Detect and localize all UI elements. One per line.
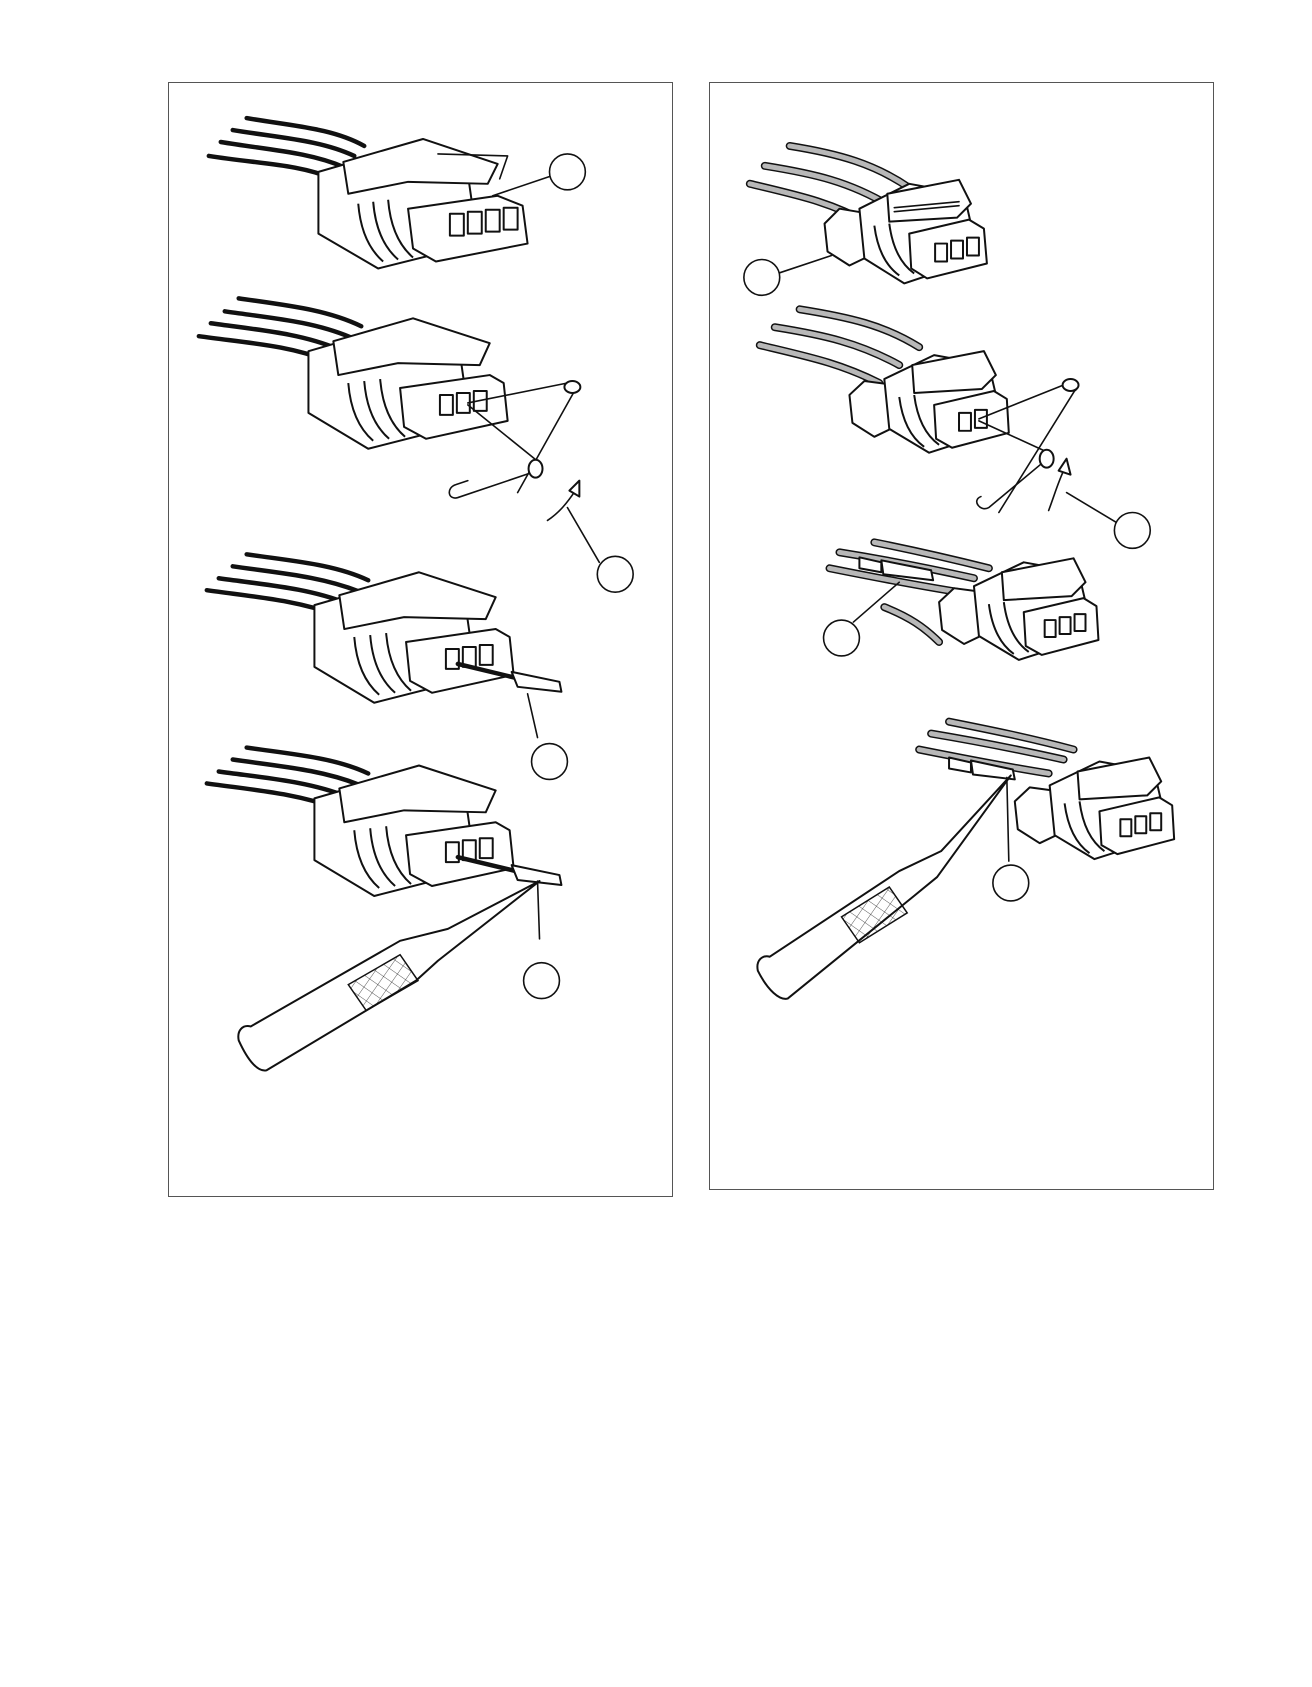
terminal-reset-view (204, 745, 563, 1072)
terminal-reset-view (756, 717, 1176, 1000)
connector-icon (848, 350, 1010, 454)
pick-tool-icon (237, 880, 541, 1072)
pick-tool-icon (756, 774, 1012, 1000)
connector-icon (317, 137, 529, 270)
terminal-removed-view (204, 552, 569, 781)
leader-line (526, 692, 539, 739)
connector-icon (313, 571, 515, 704)
release-tool-icon (976, 378, 1080, 514)
callout-2 (596, 555, 634, 593)
connector-icon (938, 557, 1100, 661)
wire (455, 661, 518, 681)
left-illustration (196, 115, 634, 1072)
connector-icon (313, 764, 515, 897)
leader-line (776, 254, 833, 275)
callout-3 (530, 742, 569, 781)
callout-4 (522, 961, 561, 1000)
leader-line (1065, 491, 1118, 524)
connector-icon (1013, 756, 1176, 861)
terminal-icon (510, 670, 563, 693)
callout-1 (743, 258, 781, 297)
leader-line (852, 581, 901, 623)
connector-4pin-view (206, 115, 587, 270)
tool-insertion-view (755, 305, 1152, 550)
callout-1 (548, 153, 587, 191)
wire-harness-icon (825, 538, 993, 646)
terminal-removed-view (822, 538, 1100, 661)
wire (455, 854, 518, 874)
arrow-icon (546, 489, 577, 522)
connector-icon (823, 178, 988, 285)
callout-4 (992, 864, 1030, 902)
left-procedure-panel (168, 82, 673, 1197)
leader-line (566, 506, 601, 564)
terminal-icon (948, 756, 1016, 781)
connector-3pin-view (743, 141, 988, 297)
right-illustration (743, 141, 1176, 1000)
callout-3 (822, 619, 861, 657)
arrow-head (1057, 457, 1072, 476)
release-tool-icon (448, 380, 582, 499)
connector-icon (307, 317, 509, 450)
arrow-icon (1047, 467, 1066, 512)
wire-harness-icon (755, 305, 924, 387)
right-procedure-panel (709, 82, 1214, 1190)
terminal-icon (510, 864, 563, 887)
arrow-head (568, 479, 581, 498)
tool-insertion-view (196, 296, 634, 593)
leader-line (491, 175, 553, 197)
callout-2 (1113, 511, 1152, 550)
terminal-icon (858, 556, 935, 582)
